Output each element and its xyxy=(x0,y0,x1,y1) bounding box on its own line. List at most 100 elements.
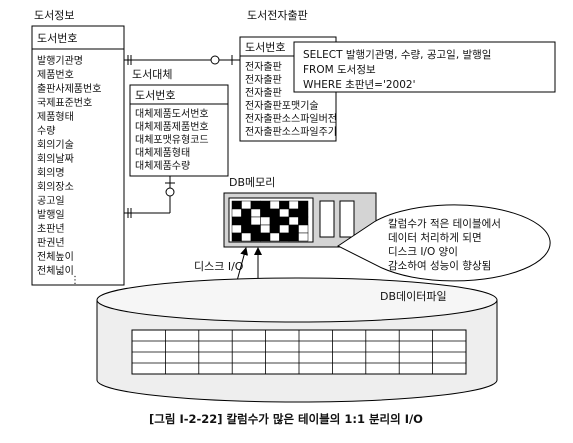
memory-block-cell xyxy=(298,232,309,242)
callout-line: 데이터 처리하게 되면 xyxy=(388,231,482,244)
memory-block-cell xyxy=(231,208,242,218)
db-data-file-table xyxy=(131,329,467,375)
memory-block-cell xyxy=(241,200,252,210)
memory-block-cell xyxy=(288,208,299,218)
memory-block-cell xyxy=(241,208,252,218)
entity-field: 전자출판 xyxy=(245,61,282,73)
entity-field: 수량 xyxy=(37,125,55,137)
entity-field: 발행일 xyxy=(37,209,65,221)
entity-field: 대체제품형태 xyxy=(135,147,190,159)
entity-field: 전자출판포맷기술 xyxy=(245,100,319,112)
entity-book-substitute-fields: 대체제품도서번호 대체제품제품번호 대체포맷유형코드 대체제품형태 대체제품수량 xyxy=(135,108,209,172)
entity-field: 판권년 xyxy=(37,237,65,249)
db-data-file-label: DB데이터파일 xyxy=(380,289,447,303)
memory-block-cell xyxy=(288,224,299,234)
callout-bubble: 칼럼수가 적은 테이블에서 데이터 처리하게 되면 디스크 I/O 양이 감소하… xyxy=(337,204,551,282)
entity-field: 공고일 xyxy=(37,195,65,207)
memory-block-cell xyxy=(250,208,261,218)
entity-field: 전자출판 xyxy=(245,74,282,86)
db-data-file: DB데이터파일 xyxy=(96,277,498,403)
callout-line: 칼럼수가 적은 테이블에서 xyxy=(388,217,501,230)
entity-book-info-fields: 발행기관명 제품번호 출판사제품번호 국제표준번호 제품형태 수량 회의기술 회… xyxy=(37,55,101,286)
callout-shape xyxy=(337,204,551,282)
memory-block-cell xyxy=(231,216,242,226)
entity-book-info-key: 도서번호 xyxy=(37,32,77,45)
entity-field: 전자출판소스파일주기 xyxy=(245,126,337,138)
sql-query-frame xyxy=(293,41,556,93)
entity-book-ebook-title: 도서전자출판 xyxy=(247,9,308,22)
entity-field: 회의날짜 xyxy=(37,153,74,165)
relationship-optional-circle xyxy=(210,55,220,65)
memory-block-cell xyxy=(298,200,309,210)
entity-field: 회의장소 xyxy=(37,181,74,193)
callout-line: 디스크 I/O 양이 xyxy=(388,246,458,258)
memory-block-cell xyxy=(231,224,242,234)
entity-book-substitute-key: 도서번호 xyxy=(135,89,175,102)
memory-block-cell xyxy=(250,224,261,234)
memory-block-cell xyxy=(279,200,290,210)
entity-field: 대체포맷유형코드 xyxy=(135,134,209,146)
entity-field: 전체넓이 xyxy=(37,265,74,277)
callout-line: 감소하여 성능이 향상됨 xyxy=(388,259,491,272)
memory-block-cell xyxy=(298,224,309,234)
sql-line-select: SELECT 발행기관명, 수량, 공고일, 발행일 xyxy=(303,48,491,61)
memory-block-cell xyxy=(260,208,271,218)
entity-field: 제품형태 xyxy=(37,111,74,123)
entity-field: 회의명 xyxy=(37,167,65,179)
entity-field: 제품번호 xyxy=(37,69,74,81)
entity-field: 대체제품수량 xyxy=(135,160,190,172)
entity-field: 전자출판 xyxy=(245,87,282,99)
sql-line-from: FROM 도서정보 xyxy=(303,64,376,76)
entity-book-info-title: 도서정보 xyxy=(34,9,74,22)
memory-block-cell xyxy=(241,232,252,242)
memory-block-cell xyxy=(260,224,271,234)
entity-book-ebook-fields: 전자출판 전자출판 전자출판 전자출판포맷기술 전자출판소스파일버전 전자출판소… xyxy=(245,61,337,138)
entity-field: 대체제품제품번호 xyxy=(135,121,209,133)
memory-block-cell xyxy=(269,224,280,234)
memory-block-cell xyxy=(288,200,299,210)
memory-block-cell xyxy=(260,200,271,210)
memory-block-cell xyxy=(279,224,290,234)
db-memory-slot xyxy=(319,200,335,238)
entity-field: 전자출판소스파일버전 xyxy=(245,113,337,125)
entity-book-substitute: 도서대체 도서번호 대체제품도서번호 대체제품제품번호 대체포맷유형코드 대체제… xyxy=(129,68,229,177)
relationship-optional-circle xyxy=(165,187,175,197)
memory-block-cell xyxy=(250,232,261,242)
memory-block-cell xyxy=(269,200,280,210)
db-memory-blocks xyxy=(231,200,309,242)
memory-block-cell xyxy=(298,216,309,226)
disk-io-label: 디스크 I/O xyxy=(194,260,244,273)
relationship-book-to-substitute xyxy=(124,176,175,218)
memory-block-cell xyxy=(250,200,261,210)
entity-field: 대체제품도서번호 xyxy=(135,108,209,120)
db-memory-label: DB메모리 xyxy=(229,176,275,189)
memory-block-cell xyxy=(269,232,280,242)
memory-block-cell xyxy=(241,216,252,226)
memory-block-cell xyxy=(231,200,242,210)
entity-book-info-box xyxy=(31,25,125,286)
db-data-file-top xyxy=(96,277,498,323)
entity-field: 국제표준번호 xyxy=(37,97,92,109)
memory-block-cell xyxy=(250,216,261,226)
entity-field: 출판사제품번호 xyxy=(37,83,101,95)
sql-query-box: SELECT 발행기관명, 수량, 공고일, 발행일 FROM 도서정보 WHE… xyxy=(293,41,556,93)
entity-field: 발행기관명 xyxy=(37,55,83,67)
memory-block-cell xyxy=(260,232,271,242)
relationship-book-to-ebook xyxy=(124,55,240,65)
entity-book-substitute-box xyxy=(129,84,229,177)
sql-line-where: WHERE 초판년='2002' xyxy=(303,79,415,91)
memory-block-cell xyxy=(279,216,290,226)
entity-field-ellipsis: ⋮ xyxy=(70,275,80,286)
memory-block-cell xyxy=(279,208,290,218)
db-memory-slot xyxy=(339,200,355,238)
entity-book-ebook-key: 도서번호 xyxy=(245,41,285,54)
entity-book-info: 도서정보 도서번호 발행기관명 제품번호 출판사제품번호 국제표준번호 제품형태… xyxy=(31,9,125,286)
memory-block-cell xyxy=(269,208,280,218)
entity-book-substitute-title: 도서대체 xyxy=(132,68,172,81)
memory-block-cell xyxy=(269,216,280,226)
memory-block-cell xyxy=(298,208,309,218)
db-memory xyxy=(223,192,377,248)
entity-field: 회의기술 xyxy=(37,139,74,151)
entity-field: 전체높이 xyxy=(37,251,74,263)
